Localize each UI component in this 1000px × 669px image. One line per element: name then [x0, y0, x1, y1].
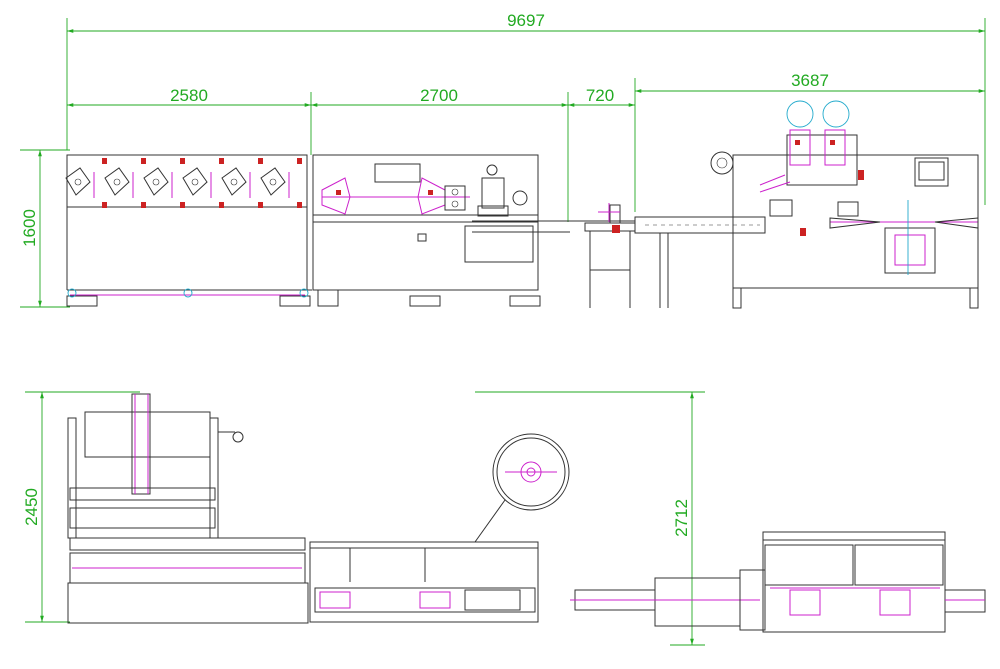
dim-total-length: 9697 [507, 11, 545, 30]
folding-module [312, 154, 541, 307]
side-view-right [570, 531, 986, 633]
unwind-reel-unit [65, 158, 107, 208]
dim-side-height-left: 2450 [22, 488, 41, 526]
dim-section-4: 3687 [791, 71, 829, 90]
infeed-belt [634, 216, 766, 308]
unwind-reel-unit [221, 158, 263, 208]
dim-front-height: 1600 [20, 209, 39, 247]
front-view [65, 100, 979, 309]
dim-section-1: 2580 [170, 86, 208, 105]
packing-module [710, 100, 979, 309]
dim-section-3: 720 [586, 86, 614, 105]
dim-section-2: 2700 [420, 86, 458, 105]
unwind-reel-unit [182, 158, 224, 208]
side-view-left [67, 393, 570, 624]
unwind-reel-unit [260, 158, 302, 208]
link-conveyor [472, 203, 636, 308]
unwind-reel-unit [104, 158, 146, 208]
unwind-reel-unit [143, 158, 185, 208]
unwind-module [65, 154, 312, 307]
dimension-lines [20, 18, 986, 646]
dim-side-height-right: 2712 [672, 499, 691, 537]
